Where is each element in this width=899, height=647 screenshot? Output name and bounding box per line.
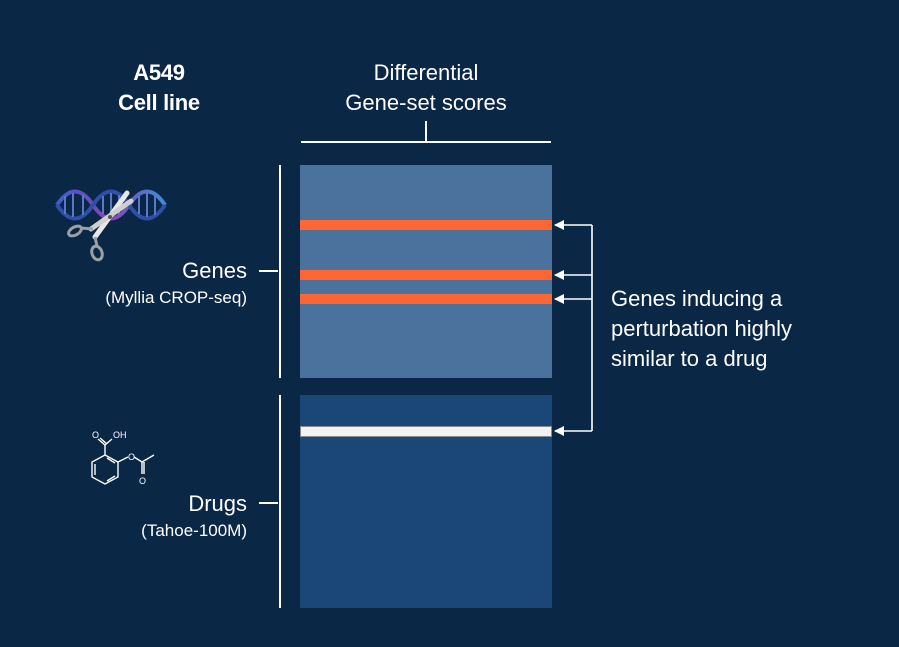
drugs-bracket-tick bbox=[259, 502, 278, 504]
dna-scissors-icon bbox=[55, 189, 167, 262]
scores-title-line2: Gene-set scores bbox=[345, 90, 507, 115]
genes-label: Genes bbox=[182, 258, 247, 283]
annotation-line3: similar to a drug bbox=[611, 346, 768, 371]
molecule-oxygen-ester: O bbox=[128, 452, 135, 462]
gene-highlight-bar bbox=[300, 270, 552, 280]
molecule-oxygen-acetyl: O bbox=[139, 476, 146, 486]
drugs-source-label: (Tahoe-100M) bbox=[141, 521, 247, 540]
cell-line-subtitle: Cell line bbox=[118, 90, 200, 115]
cell-line-title: A549 Cell line bbox=[84, 58, 234, 118]
gene-highlight-bar bbox=[300, 220, 552, 230]
annotation-text: Genes inducing a perturbation highly sim… bbox=[611, 284, 851, 374]
aspirin-molecule-icon: O OH O O bbox=[91, 430, 155, 486]
drug-highlight-bar bbox=[300, 426, 552, 437]
scores-bracket bbox=[301, 141, 551, 143]
scores-title: Differential Gene-set scores bbox=[300, 58, 552, 118]
molecule-hydroxyl: OH bbox=[113, 430, 127, 440]
genes-bracket-line bbox=[279, 165, 281, 378]
gene-highlight-bar bbox=[300, 294, 552, 304]
genes-bracket-tick bbox=[259, 270, 278, 272]
cell-line-name: A549 bbox=[133, 60, 185, 85]
annotation-line1: Genes inducing a bbox=[611, 286, 783, 311]
drugs-bracket-line bbox=[279, 395, 281, 608]
annotation-line2: perturbation highly bbox=[611, 316, 793, 341]
genes-source-label: (Myllia CROP-seq) bbox=[105, 288, 247, 307]
molecule-oxygen-carbonyl: O bbox=[92, 430, 99, 440]
drugs-label: Drugs bbox=[188, 491, 247, 516]
scores-bracket-stem bbox=[425, 121, 427, 142]
scores-title-line1: Differential bbox=[373, 60, 479, 85]
